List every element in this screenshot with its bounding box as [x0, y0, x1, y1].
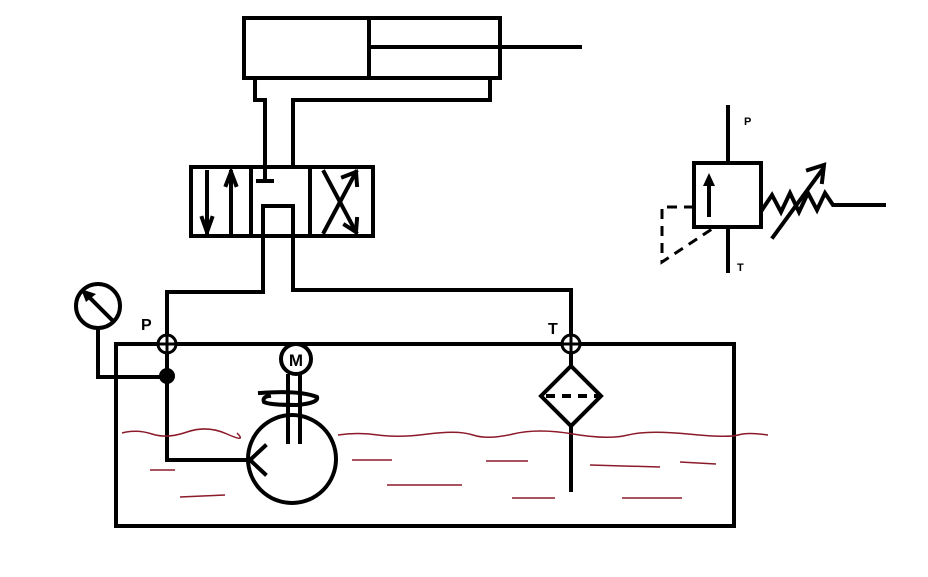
hydraulic-pump [246, 413, 338, 505]
double-acting-cylinder [242, 16, 582, 182]
relief-label-p: P [744, 116, 751, 128]
electric-motor: M [257, 342, 320, 444]
relief-label-t: T [737, 262, 744, 274]
motor-label: M [289, 351, 303, 370]
junction-dot [159, 368, 175, 384]
oil-surface [121, 428, 769, 499]
pressure-line [165, 234, 265, 462]
label-t: T [548, 321, 558, 338]
tank-port [560, 333, 582, 355]
pressure-port [156, 333, 178, 355]
label-p: P [141, 317, 152, 334]
reservoir-tank [114, 342, 736, 528]
filter [538, 363, 604, 429]
directional-control-valve-4-3 [189, 165, 375, 238]
pressure-gauge [74, 282, 169, 379]
pressure-relief-valve [660, 105, 886, 273]
